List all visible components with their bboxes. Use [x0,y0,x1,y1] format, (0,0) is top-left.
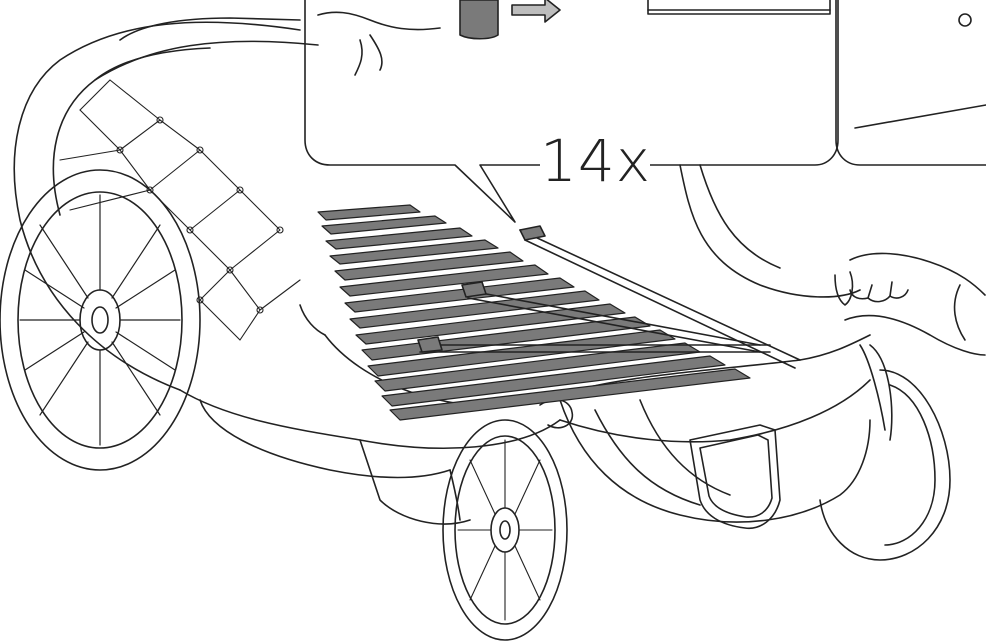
centre-support [417,281,771,353]
slat-5 [334,251,524,281]
side-rail [519,225,801,369]
slat-11 [367,329,676,377]
hand-right [834,252,986,356]
shield-emblem [689,424,781,529]
slat-1 [317,204,421,221]
inset-arrow [511,0,561,23]
inset-slat-end [647,0,831,15]
slat-3 [325,227,473,250]
inset-slat-cap [459,0,499,40]
carriage-headboard [13,17,319,391]
canopy-right-side [679,164,861,298]
slat-4 [329,239,499,265]
slat-8 [349,290,600,329]
slat-6 [339,264,549,297]
rear-wheel [0,169,201,471]
slat-7 [344,277,575,313]
front-wheel [442,419,568,641]
slat-2 [321,215,447,235]
tufted-panel [59,79,301,341]
inset-hand [317,11,441,31]
slat-14 [389,368,751,421]
callout-right [835,0,986,166]
right-wheel [819,369,951,561]
quantity-label: 14x [540,127,652,195]
slat-13 [381,355,726,407]
callout-left [304,0,839,223]
